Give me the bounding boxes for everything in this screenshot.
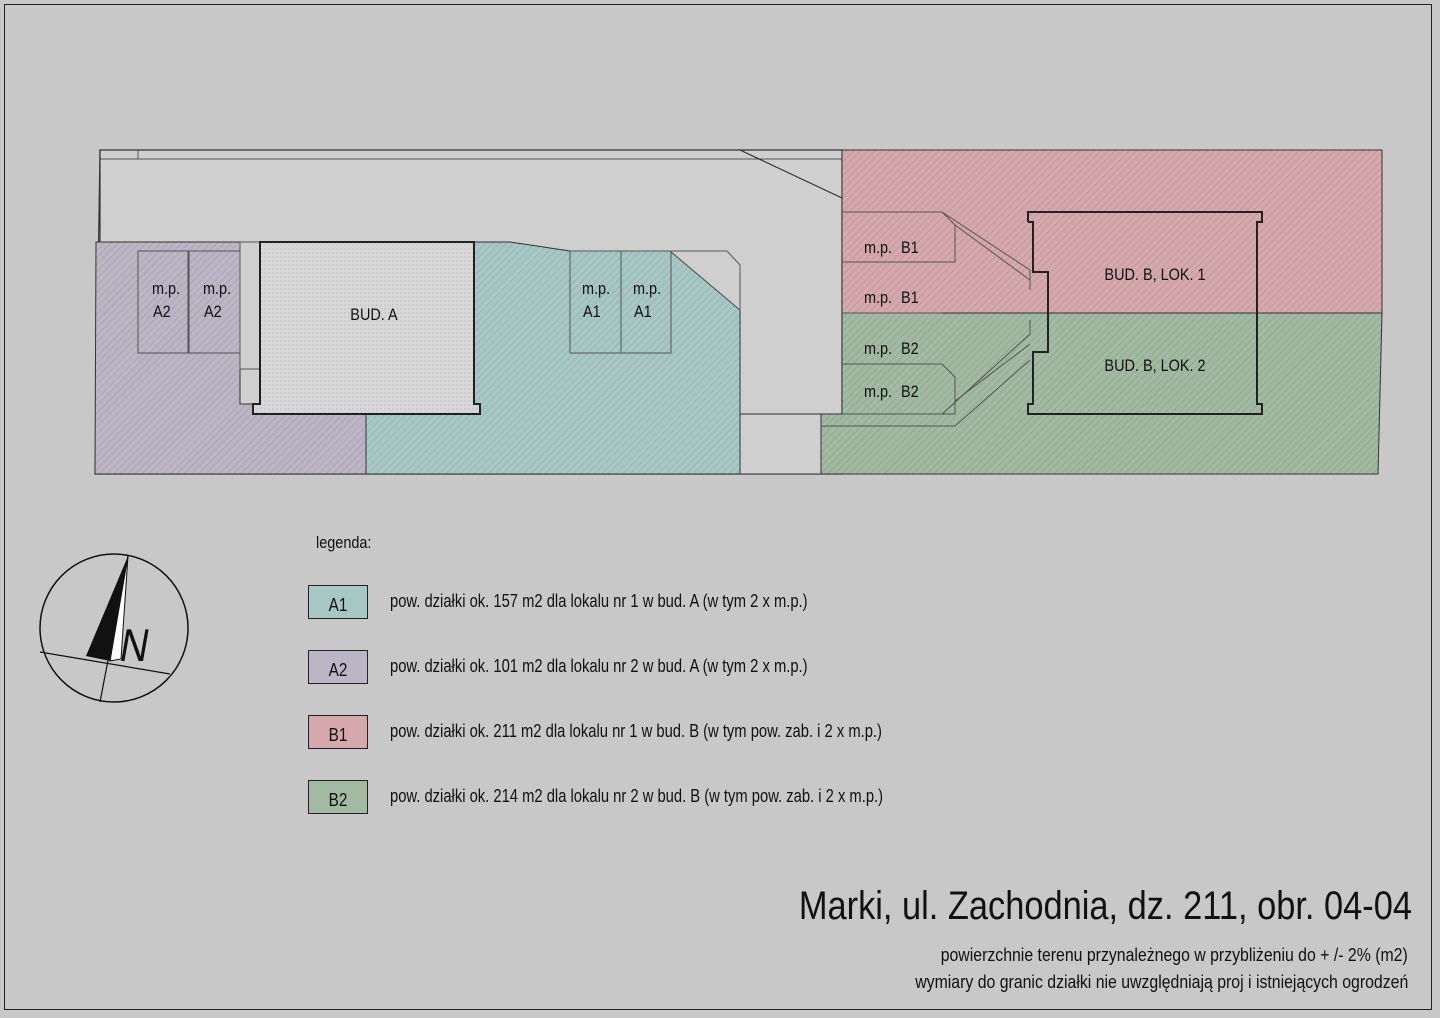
note-tolerance: powierzchnie terenu przynależnego w przy…: [940, 945, 1408, 965]
legend-title: legenda:: [316, 533, 372, 552]
parking-a1-2-mp: m.p.: [633, 280, 661, 298]
legend-swatch-b1: B1: [308, 715, 368, 749]
parking-b1-2-mp: m.p.: [864, 289, 892, 307]
parking-b1-1-code: B1: [901, 239, 919, 257]
access-path-a: [239, 241, 261, 370]
parking-b2-1-code: B2: [901, 340, 919, 358]
parking-a1-2-code: A1: [634, 303, 652, 321]
legend-text-a2: pow. działki ok. 101 m2 dla lokalu nr 2 …: [390, 656, 808, 676]
north-arrow-icon: N: [39, 553, 189, 703]
building-b-lok1-label: BUD. B, LOK. 1: [1104, 266, 1205, 284]
legend-text-b1: pow. działki ok. 211 m2 dla lokalu nr 1 …: [390, 721, 882, 741]
drawing-title: Marki, ul. Zachodnia, dz. 211, obr. 04-0…: [798, 884, 1412, 928]
legend-swatch-a1: A1: [308, 585, 368, 619]
legend-swatch-a2: A2: [308, 650, 368, 684]
parking-a1-1-mp: m.p.: [582, 280, 610, 298]
legend-item-b2: B2 pow. działki ok. 214 m2 dla lokalu nr…: [308, 780, 1008, 816]
access-path-road: [668, 250, 741, 312]
parking-b-group: [821, 211, 1031, 427]
parking-b1-2-code: B1: [901, 289, 919, 307]
access-gate: [739, 413, 822, 475]
legend-text-b2: pow. działki ok. 214 m2 dla lokalu nr 2 …: [390, 786, 884, 806]
legend-item-a2: A2 pow. działki ok. 101 m2 dla lokalu nr…: [308, 650, 1008, 686]
building-b: [1027, 211, 1263, 415]
parking-b2-2-mp: m.p.: [864, 383, 892, 401]
parking-b2-1-mp: m.p.: [864, 340, 892, 358]
legend-swatch-b2: B2: [308, 780, 368, 814]
legend-item-a1: A1 pow. działki ok. 157 m2 dla lokalu nr…: [308, 585, 1008, 621]
building-b-lok2-label: BUD. B, LOK. 2: [1104, 357, 1205, 375]
sheet-frame: [4, 4, 1432, 1010]
parking-a1-1-code: A1: [583, 303, 601, 321]
parking-a2-2-code: A2: [204, 303, 222, 321]
parking-b1-1-mp: m.p.: [864, 239, 892, 257]
hatch-overlays: [95, 150, 1382, 474]
parking-a2-group: [137, 250, 241, 354]
note-dimensions: wymiary do granic działki nie uwzględnia…: [914, 972, 1408, 992]
building-a-label: BUD. A: [350, 306, 398, 324]
parking-b2-2-code: B2: [901, 383, 919, 401]
legend-item-b1: B1 pow. działki ok. 211 m2 dla lokalu nr…: [308, 715, 1008, 751]
parking-a2-2-mp: m.p.: [203, 280, 231, 298]
road-curve: [739, 149, 843, 199]
parking-a2-1-code: A2: [153, 303, 171, 321]
building-a: BUD. A: [252, 241, 481, 415]
parking-a1-group: [569, 250, 672, 354]
parking-a2-1-mp: m.p.: [152, 280, 180, 298]
legend-text-a1: pow. działki ok. 157 m2 dla lokalu nr 1 …: [390, 591, 808, 611]
